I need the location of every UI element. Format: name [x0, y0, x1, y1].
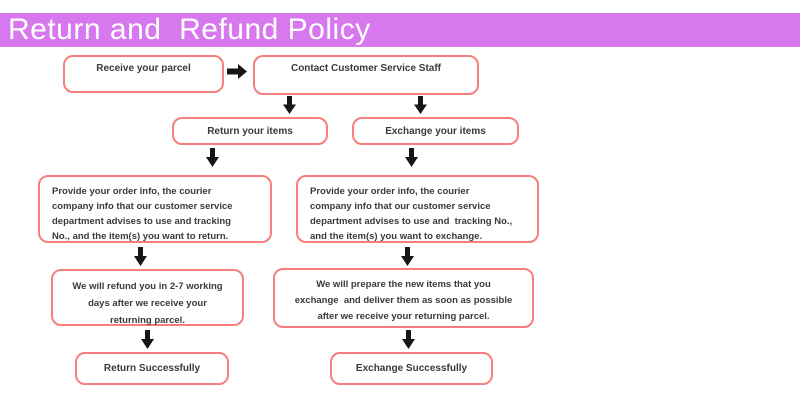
flow-box-return-info-label: Provide your order info, the courier com…	[52, 186, 233, 242]
page-title: Return and Refund Policy	[8, 13, 371, 46]
flow-box-prepare-items-label: We will prepare the new items that you e…	[294, 279, 513, 322]
flow-box-exchange-items-label: Exchange your items	[385, 125, 486, 137]
header-banner: Return and Refund Policy	[0, 13, 800, 47]
flow-box-exchange-items: Exchange your items	[352, 117, 519, 145]
arrow-down-icon	[283, 96, 296, 114]
flow-box-refund-timeline: We will refund you in 2-7 working days a…	[51, 269, 244, 326]
flow-box-return-items: Return your items	[172, 117, 328, 145]
arrow-down-icon	[401, 247, 414, 266]
flow-box-exchange-success: Exchange Successfully	[330, 352, 493, 385]
arrow-down-icon	[206, 148, 219, 167]
flow-box-prepare-items: We will prepare the new items that you e…	[273, 268, 534, 328]
flow-box-return-success-label: Return Successfully	[103, 363, 201, 374]
flow-box-return-success: Return Successfully	[75, 352, 229, 385]
flow-box-return-info: Provide your order info, the courier com…	[38, 175, 272, 243]
flow-box-contact-staff: Contact Customer Service Staff	[253, 55, 479, 95]
arrow-down-icon	[141, 330, 154, 349]
flow-box-receive-parcel: Receive your parcel	[63, 55, 224, 93]
arrow-down-icon	[402, 330, 415, 349]
arrow-down-icon	[414, 96, 427, 114]
flow-box-exchange-success-label: Exchange Successfully	[355, 363, 468, 374]
flow-box-refund-timeline-label: We will refund you in 2-7 working days a…	[72, 281, 223, 326]
arrow-down-icon	[134, 247, 147, 266]
flow-box-receive-parcel-label: Receive your parcel	[96, 63, 191, 74]
flow-box-return-items-label: Return your items	[207, 125, 293, 137]
arrow-down-icon	[405, 148, 418, 167]
flow-box-exchange-info-label: Provide your order info, the courier com…	[310, 186, 513, 242]
flow-box-contact-staff-label: Contact Customer Service Staff	[290, 63, 442, 74]
flow-box-exchange-info: Provide your order info, the courier com…	[296, 175, 539, 243]
arrow-right-icon	[227, 64, 247, 79]
